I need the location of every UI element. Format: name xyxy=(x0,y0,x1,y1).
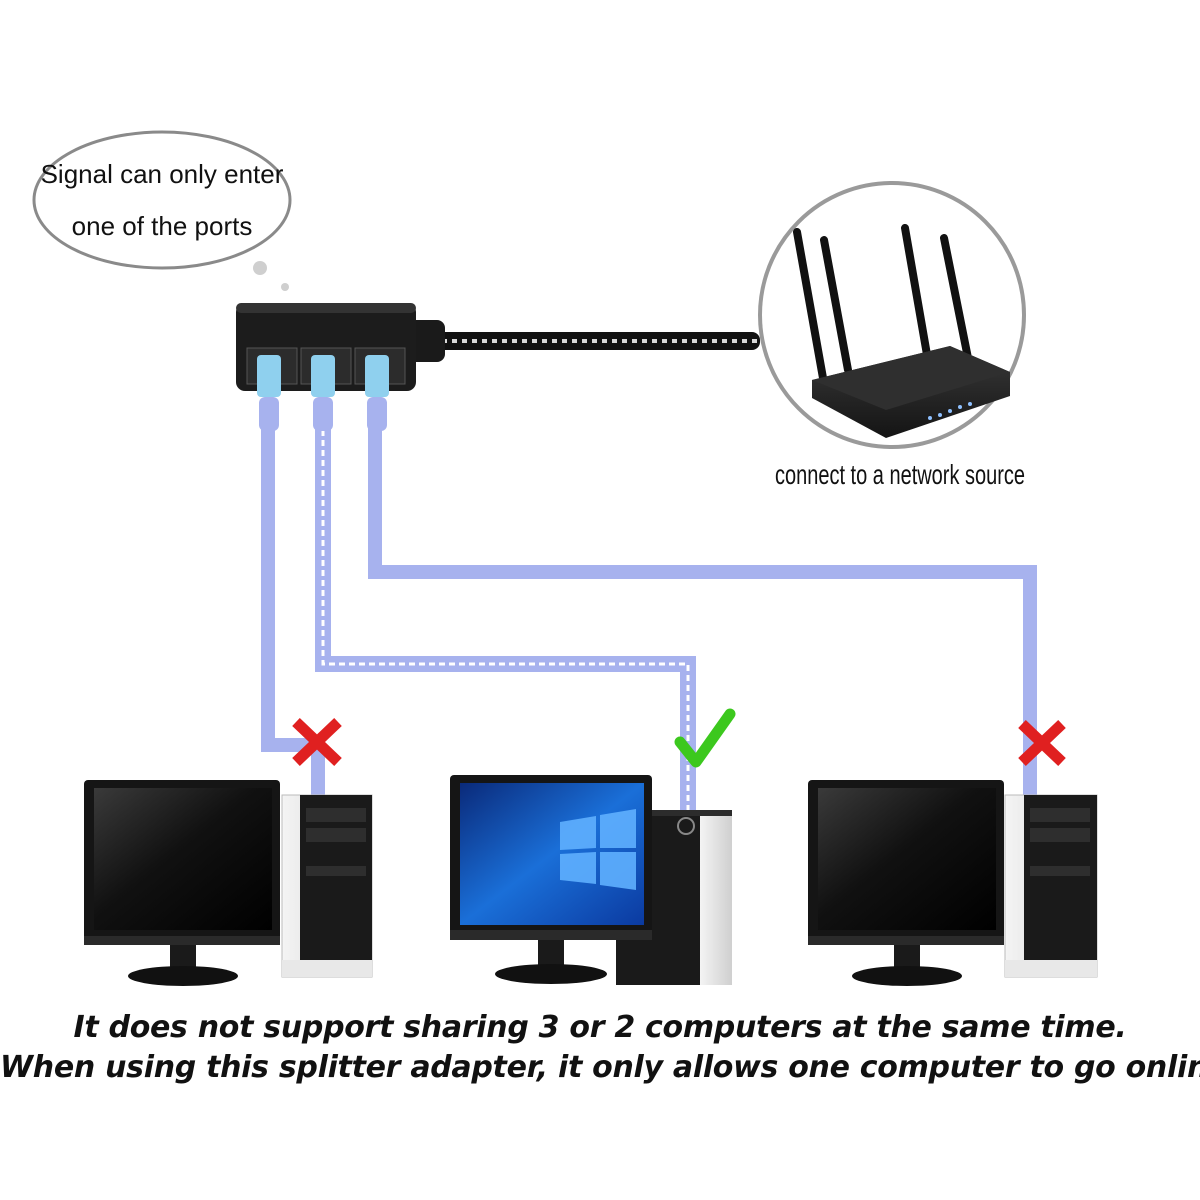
cable-middle-highlight xyxy=(321,430,690,810)
computer-left xyxy=(84,780,373,986)
router-label: connect to a network source xyxy=(775,459,1025,490)
plug-right xyxy=(365,355,389,431)
power-button xyxy=(677,817,695,835)
cross-icon xyxy=(1018,720,1066,766)
ethernet-cables xyxy=(261,425,1037,810)
plug-left xyxy=(257,355,281,431)
caption-line-1: It does not support sharing 3 or 2 compu… xyxy=(73,1010,1127,1045)
caption-line-2: When using this splitter adapter, it onl… xyxy=(0,1050,1200,1085)
computer-middle xyxy=(450,775,732,985)
monitor xyxy=(450,775,652,984)
monitor xyxy=(84,780,280,986)
cable-left xyxy=(261,425,325,800)
callout-text-line2: one of the ports xyxy=(72,211,253,241)
pc-tower xyxy=(281,794,373,978)
callout-dot-small xyxy=(281,283,289,291)
screen xyxy=(818,788,996,930)
screen xyxy=(94,788,272,930)
callout-bubble: Signal can only enter one of the ports xyxy=(32,130,292,291)
check-icon xyxy=(674,708,736,768)
callout-text-line1: Signal can only enter xyxy=(41,159,284,189)
cable-right xyxy=(368,425,1037,800)
plug-middle xyxy=(311,355,335,431)
callout-dot-large xyxy=(253,261,267,275)
pc-tower xyxy=(616,810,732,985)
callout-ellipse xyxy=(32,130,292,270)
computer-right xyxy=(808,780,1098,986)
splitter-adapter xyxy=(236,303,760,431)
pc-tower xyxy=(1004,794,1098,978)
router-badge: connect to a network source xyxy=(758,181,1026,490)
cross-icon xyxy=(292,718,342,766)
monitor xyxy=(808,780,1004,986)
windows-logo-icon xyxy=(560,809,636,890)
